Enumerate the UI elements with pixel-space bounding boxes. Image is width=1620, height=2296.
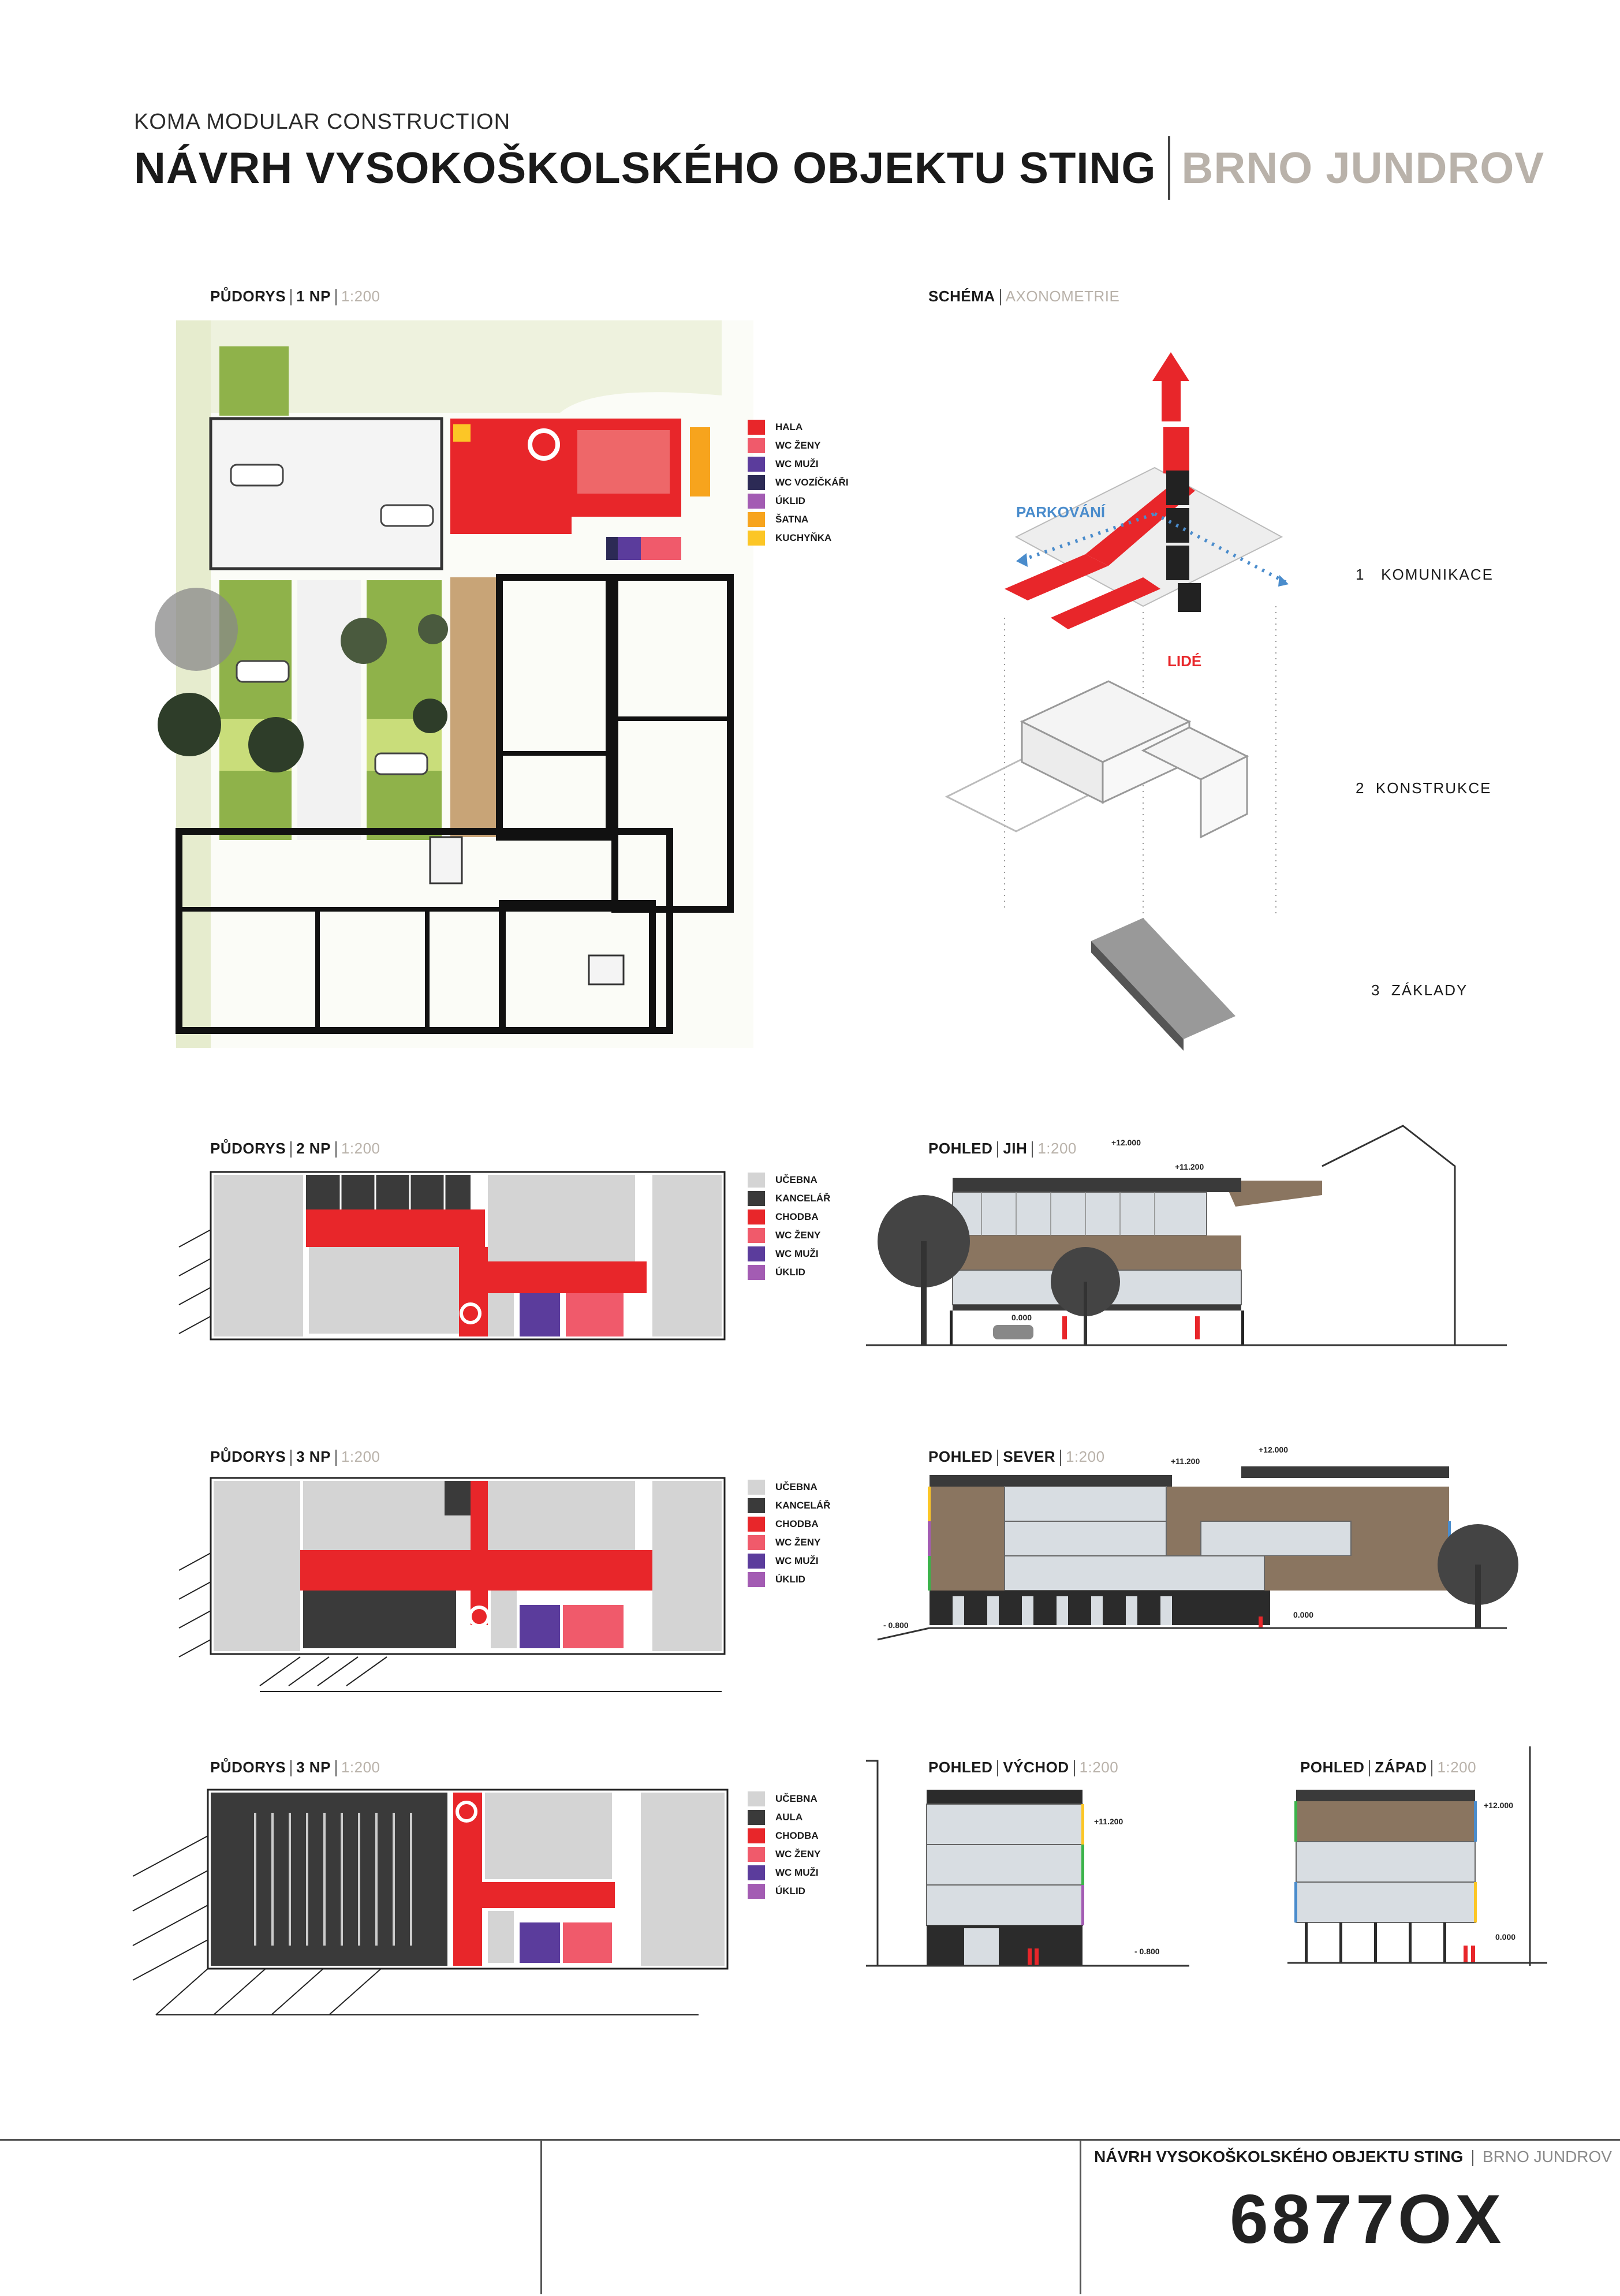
legend-item: ÚKLID — [748, 492, 849, 510]
footer-title-block: NÁVRH VYSOKOŠKOLSKÉHO OBJEKTU STING BRNO… — [1094, 2148, 1612, 2166]
page-location: BRNO JUNDROV — [1181, 143, 1545, 193]
legend-item: WC MUŽI — [748, 455, 849, 473]
legend-item: WC MUŽI — [748, 1245, 830, 1263]
footer-frame — [0, 2139, 1620, 2296]
level-north-1: +12.000 — [1259, 1445, 1288, 1454]
legend-item: WC VOZÍČKÁŘI — [748, 473, 849, 492]
level-south-1: +11.200 — [1175, 1162, 1204, 1171]
legend-item: CHODBA — [748, 1515, 830, 1533]
legend-item: WC MUŽI — [748, 1864, 820, 1882]
legend-item: WC ŽENY — [748, 1845, 820, 1864]
level-south-0: +12.000 — [1111, 1138, 1141, 1147]
legend-item: CHODBA — [748, 1827, 820, 1845]
footer-title: NÁVRH VYSOKOŠKOLSKÉHO OBJEKTU STING — [1094, 2148, 1464, 2166]
legend-item: CHODBA — [748, 1208, 830, 1226]
footer-divider-2 — [1080, 2139, 1081, 2294]
plan-3np-a-legend: UČEBNA KANCELÁŘ CHODBA WC ŽENY WC MUŽI Ú… — [748, 1478, 830, 1589]
legend-item: WC MUŽI — [748, 1552, 830, 1570]
plan-1np-drawing — [144, 315, 866, 1054]
level-north-3: - 0.800 — [883, 1621, 909, 1630]
footer-divider-1 — [540, 2139, 542, 2294]
footer-divider — [1472, 2149, 1474, 2166]
legend-item: ÚKLID — [748, 1570, 830, 1589]
legend-item: WC ŽENY — [748, 1533, 830, 1552]
schema-people-label: LIDÉ — [1167, 652, 1202, 670]
schema-parking-label: PARKOVÁNÍ — [1016, 503, 1106, 521]
footer-location: BRNO JUNDROV — [1482, 2148, 1612, 2166]
plan-2np-drawing — [173, 1160, 733, 1362]
plan-1np-legend: HALA WC ŽENY WC MUŽI WC VOZÍČKÁŘI ÚKLID … — [748, 418, 849, 547]
schema-layer-2: 2 KONSTRUKCE — [1356, 779, 1492, 797]
project-code: 6877OX — [1230, 2181, 1505, 2258]
elevation-south-drawing: +12.000 +11.200 0.000 — [866, 1068, 1507, 1357]
legend-item: WC ŽENY — [748, 436, 849, 455]
plan-3np-a-drawing — [144, 1466, 733, 1703]
level-west-0: +12.000 — [1484, 1801, 1513, 1810]
legend-item: KANCELÁŘ — [748, 1496, 830, 1515]
elevation-west-drawing: +12.000 0.000 — [1287, 1744, 1547, 1974]
legend-item: ÚKLID — [748, 1263, 830, 1282]
legend-item: WC ŽENY — [748, 1226, 830, 1245]
legend-item: KANCELÁŘ — [748, 1189, 830, 1208]
legend-item: HALA — [748, 418, 849, 436]
elevation-east-drawing: +11.200 - 0.800 — [866, 1744, 1189, 1974]
level-east-0: +11.200 — [1094, 1817, 1123, 1826]
legend-item: UČEBNA — [748, 1171, 830, 1189]
page-title: NÁVRH VYSOKOŠKOLSKÉHO OBJEKTU STING — [134, 143, 1156, 193]
legend-item: UČEBNA — [748, 1790, 820, 1808]
legend-item: ÚKLID — [748, 1882, 820, 1901]
level-north-2: 0.000 — [1293, 1610, 1313, 1619]
schema-layer-1: 1 KOMUNIKACE — [1356, 566, 1494, 583]
level-west-1: 0.000 — [1495, 1932, 1516, 1942]
plan-2np-legend: UČEBNA KANCELÁŘ CHODBA WC ŽENY WC MUŽI Ú… — [748, 1171, 830, 1282]
legend-item: UČEBNA — [748, 1478, 830, 1496]
level-north-0: +11.200 — [1171, 1457, 1200, 1466]
elevation-north-drawing: +11.200 +12.000 0.000 - 0.800 — [866, 1432, 1559, 1651]
level-east-1: - 0.800 — [1134, 1947, 1160, 1956]
plan-3np-b-legend: UČEBNA AULA CHODBA WC ŽENY WC MUŽI ÚKLID — [748, 1790, 820, 1901]
schema-layer-3: 3 ZÁKLADY — [1371, 981, 1468, 999]
legend-item: ŠATNA — [748, 510, 849, 529]
legend-item: AULA — [748, 1808, 820, 1827]
legend-item: KUCHYŇKA — [748, 529, 849, 547]
page-title-block: NÁVRH VYSOKOŠKOLSKÉHO OBJEKTU STING BRNO… — [134, 136, 1544, 200]
title-divider — [1167, 136, 1170, 200]
schema-axonometry — [935, 346, 1339, 1062]
project-subtitle: KOMA MODULAR CONSTRUCTION — [134, 110, 511, 134]
plan-3np-b-drawing — [121, 1772, 733, 2038]
level-south-2: 0.000 — [1011, 1313, 1032, 1322]
